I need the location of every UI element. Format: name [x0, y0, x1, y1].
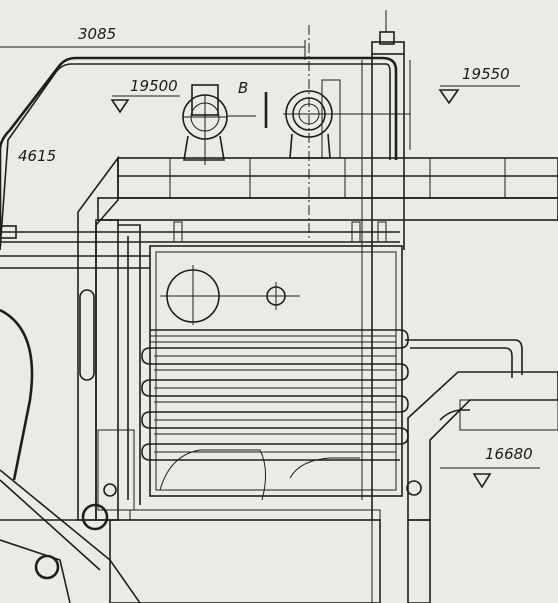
horizontal-pipes	[0, 221, 400, 269]
roof-insulation	[97, 157, 558, 221]
superheater-coils	[141, 329, 409, 501]
level-marker-19500	[110, 95, 180, 114]
section-letter-b: B	[238, 79, 248, 97]
right-furnace-wall	[405, 339, 558, 603]
dimension-label-4615: 4615	[18, 147, 56, 165]
lower-firebox	[0, 308, 381, 603]
level-label-19500: 19500	[130, 77, 178, 95]
level-label-16680: 16680	[485, 445, 533, 463]
superheater-chamber	[149, 245, 403, 497]
upper-pipe	[0, 40, 398, 251]
level-marker-16680	[440, 467, 540, 489]
vertical-riser-pipe	[361, 10, 411, 520]
left-header-drum	[182, 84, 228, 165]
dimension-label-3085: 3085	[78, 25, 116, 43]
level-marker-19550	[438, 85, 520, 105]
left-furnace-wall	[77, 155, 141, 521]
level-label-19550: 19550	[462, 65, 510, 83]
